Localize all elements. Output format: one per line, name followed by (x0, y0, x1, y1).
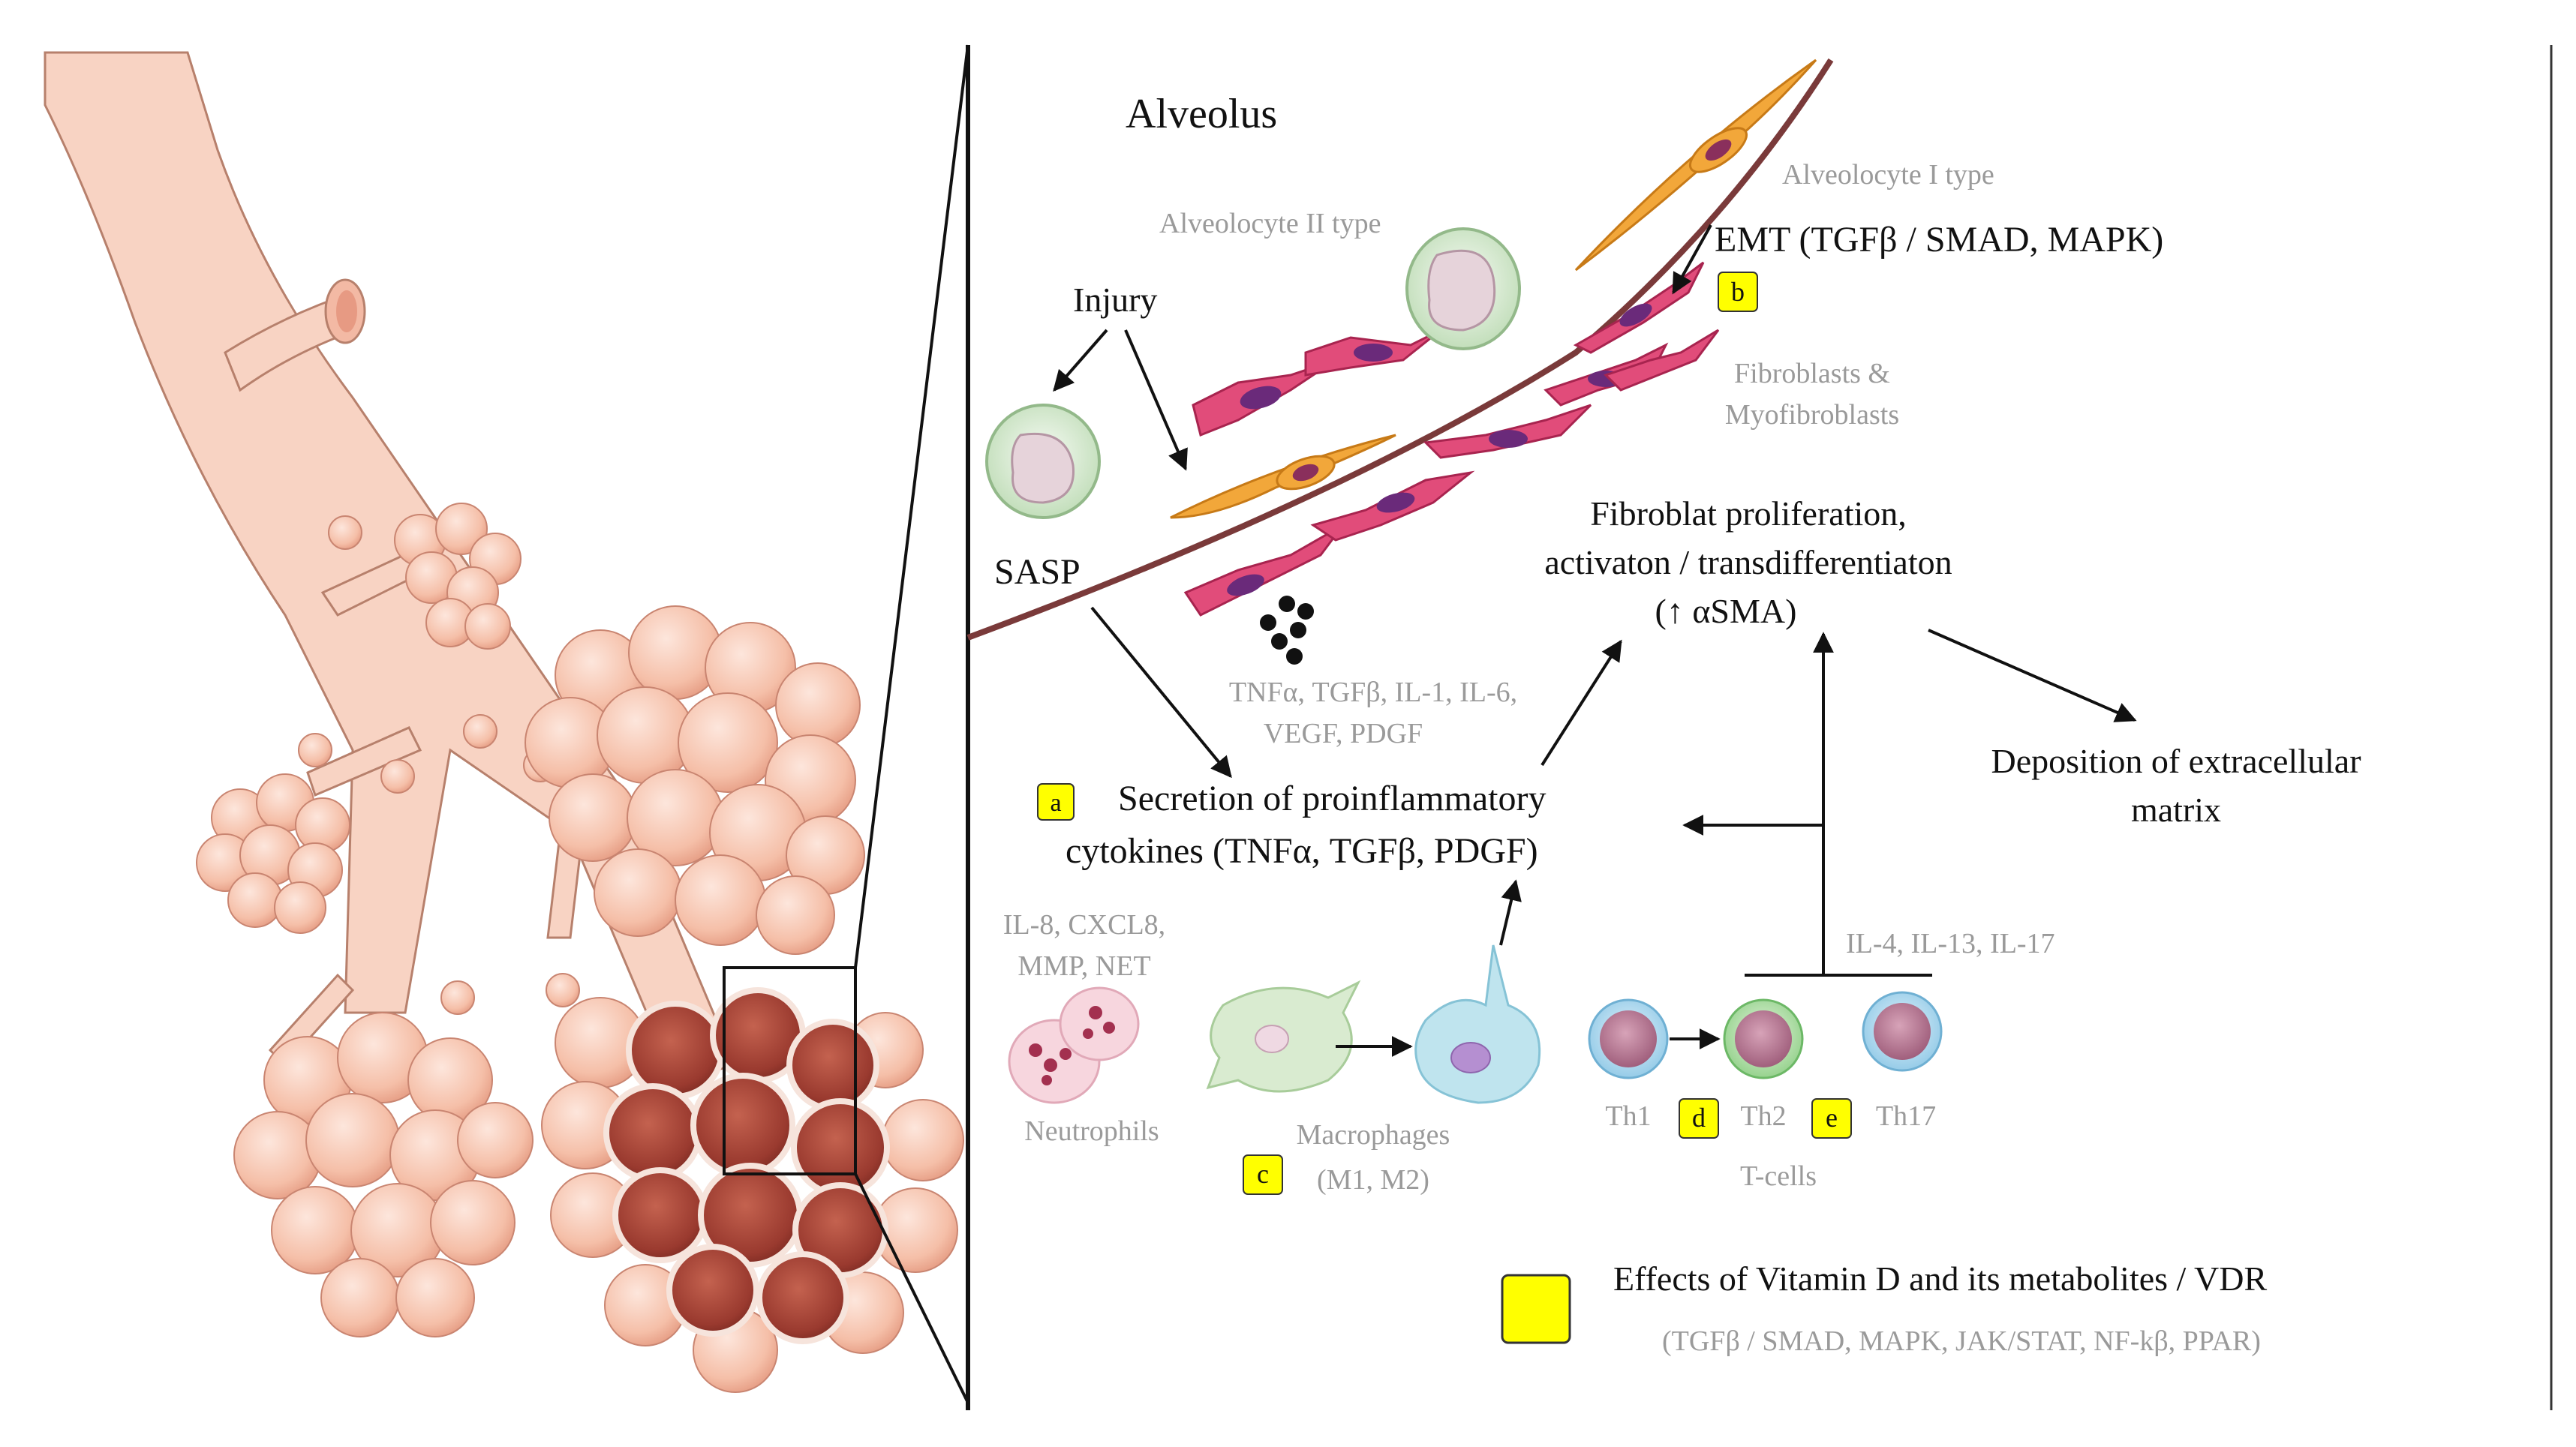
proliferation-label-line2: activaton / transdifferentiaton (1544, 543, 1952, 581)
sasp-cytokines-line1: TNFα, TGFβ, IL-1, IL-6, (1229, 677, 1517, 708)
th2-label: Th2 (1740, 1100, 1786, 1132)
arrow-injury-to-sasp (1053, 329, 1108, 392)
injury-label: Injury (1073, 281, 1157, 319)
alveolocyte-i-cells (1170, 59, 1817, 519)
deposition-label-line2: matrix (2131, 791, 2221, 829)
sasp-cytokines-line2: VEGF, PDGF (1264, 718, 1423, 749)
arrows (1053, 224, 2137, 1057)
arrow-secretion-to-proliferation (1540, 639, 1622, 767)
alveolocyte-ii-cell (1405, 227, 1521, 350)
macrophage-m1-icon (1206, 980, 1361, 1093)
macrophages-label: Macrophages (1297, 1119, 1450, 1151)
marker-d: d (1679, 1098, 1719, 1139)
alveolar-sac-lower-left (233, 1012, 534, 1337)
deposition-label-line1: Deposition of extracellular (1991, 742, 2361, 780)
th1-label: Th1 (1605, 1100, 1651, 1132)
alveolar-sac-small (394, 503, 522, 650)
th17-label: Th17 (1876, 1100, 1936, 1132)
cytokine-particles (1260, 596, 1314, 665)
th2-cell-icon (1723, 998, 1804, 1079)
marker-e: e (1811, 1098, 1852, 1139)
marker-a: a (1037, 783, 1075, 821)
fibroblast-cells (1183, 261, 1720, 617)
sasp-label: SASP (994, 552, 1081, 592)
svg-text:a: a (1050, 789, 1061, 817)
marker-b: b (1718, 272, 1758, 312)
th1-cell-icon (1588, 998, 1669, 1079)
svg-text:e: e (1826, 1103, 1838, 1133)
zoom-line-top (854, 44, 969, 968)
macrophage-m2-icon (1414, 944, 1541, 1104)
marker-c: c (1243, 1154, 1283, 1195)
proliferation-label-line3: (↑ αSMA) (1655, 592, 1797, 630)
zoom-line-bottom (854, 1173, 969, 1403)
svg-text:c: c (1257, 1159, 1269, 1189)
zoom-region-box (723, 966, 857, 1175)
neutrophil-mediators-line1: IL-8, CXCL8, (1003, 909, 1165, 941)
macrophage-types-label: (M1, M2) (1317, 1164, 1429, 1196)
t-cells-label: T-cells (1740, 1160, 1817, 1192)
emt-label: EMT (TGFβ / SMAD, MAPK) (1715, 220, 2163, 260)
svg-text:d: d (1692, 1103, 1706, 1133)
alveolar-sac-diseased (541, 987, 964, 1393)
arrow-injury-to-membrane (1124, 329, 1188, 471)
arrow-sasp-to-secretion (1090, 606, 1232, 779)
proliferation-label-line1: Fibroblat proliferation, (1590, 494, 1907, 533)
neutrophil-mediators-line2: MMP, NET (1017, 950, 1150, 982)
alveolus-title: Alveolus (1126, 91, 1277, 137)
fibroblasts-label-line2: Myofibroblasts (1725, 399, 1899, 431)
legend: Effects of Vitamin D and its metabolites… (1501, 1259, 2267, 1357)
alveolocyte-i-label: Alveolocyte I type (1782, 159, 1994, 191)
legend-pathways: (TGFβ / SMAD, MAPK, JAK/STAT, NF-kβ, PPA… (1662, 1325, 2261, 1357)
airway-tree-illustration (44, 51, 964, 1393)
neutrophils-label: Neutrophils (1024, 1115, 1159, 1147)
senescent-cell (985, 404, 1101, 519)
alveolar-membrane (966, 58, 1834, 641)
arrow-emt-to-fibroblasts (1672, 224, 1712, 295)
legend-title: Effects of Vitamin D and its metabolites… (1613, 1259, 2267, 1298)
secretion-label-line2: cytokines (TNFα, TGFβ, PDGF) (1066, 831, 1538, 871)
arrow-proliferation-to-deposition (1928, 629, 2137, 722)
alveolar-sac-large-upper (525, 605, 865, 955)
fibroblasts-label-line1: Fibroblasts & (1734, 358, 1890, 389)
legend-swatch (1501, 1274, 1571, 1344)
alveolocyte-ii-label: Alveolocyte II type (1159, 208, 1381, 239)
th17-cell-icon (1862, 991, 1943, 1072)
th-interleukins-label: IL-4, IL-13, IL-17 (1846, 928, 2055, 959)
alveolar-sac-left (196, 773, 350, 934)
arrow-macrophage-to-secretion (1499, 879, 1522, 946)
secretion-label-line1: Secretion of proinflammatory (1118, 779, 1547, 818)
svg-text:b: b (1731, 277, 1745, 307)
neutrophils-icon (1008, 986, 1140, 1104)
